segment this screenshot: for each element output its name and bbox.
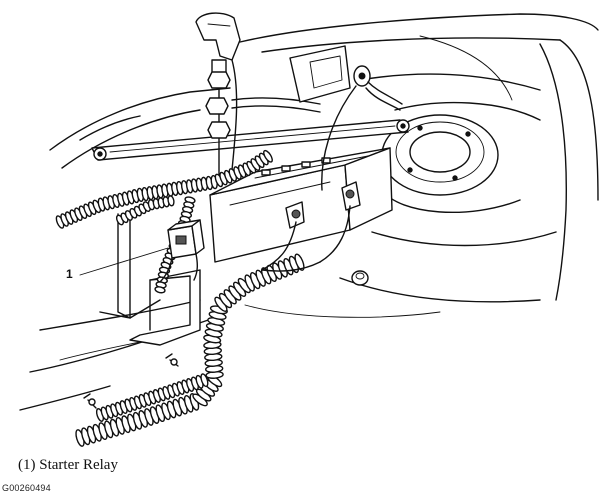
- left-frame-rail: [19, 87, 231, 411]
- junction-block: [195, 12, 351, 176]
- harness-connector-upper-right: [321, 65, 403, 191]
- callout-number: 1: [66, 267, 73, 281]
- harness-clips: [83, 353, 179, 409]
- battery: [209, 147, 393, 263]
- harness-corrugation-ring: [167, 195, 175, 207]
- battery-cable: [261, 205, 351, 272]
- figure-caption: (1) Starter Relay: [18, 457, 118, 473]
- starter-relay: [159, 219, 205, 283]
- harness-corrugation-ring: [154, 286, 166, 294]
- callout-leader-line: [79, 247, 169, 276]
- wiring-harness-lower: [75, 253, 305, 447]
- harness-corrugation-ring: [294, 253, 305, 271]
- harness-corrugation-ring: [263, 149, 273, 163]
- harness-corrugation-ring: [200, 373, 209, 388]
- fender-body-outline: [239, 13, 599, 318]
- strut-brace: [91, 119, 410, 161]
- engine-compartment-illustration: [19, 12, 599, 447]
- figure-code: G00260494: [2, 483, 51, 493]
